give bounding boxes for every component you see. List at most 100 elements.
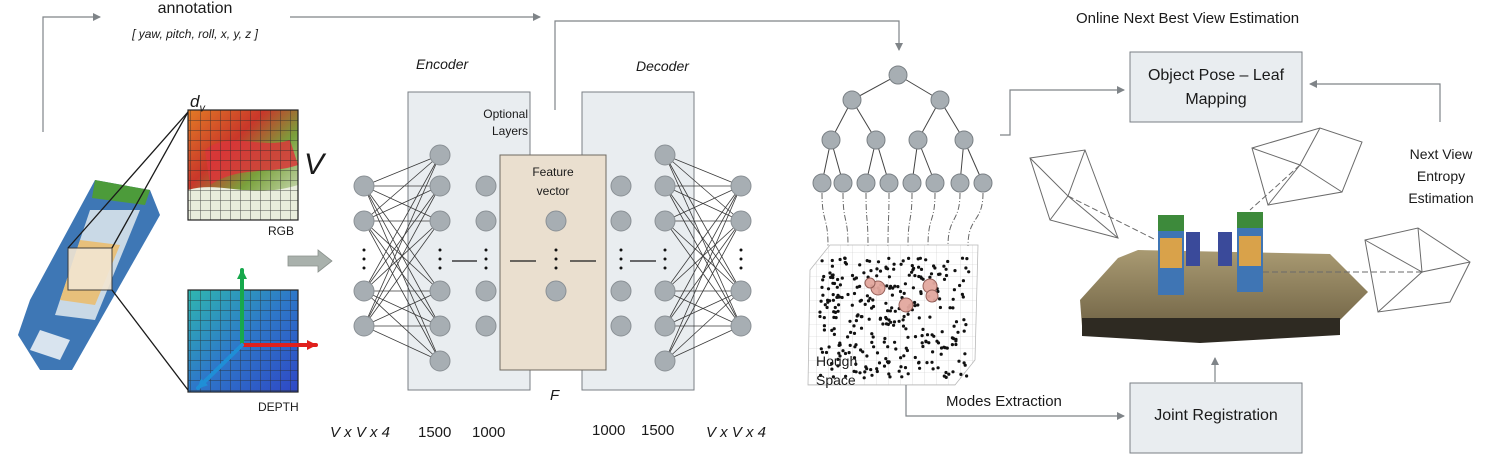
- hough-vote: [917, 274, 921, 279]
- hough-vote: [892, 320, 897, 324]
- hough-vote: [962, 318, 966, 322]
- rgb-label: RGB: [268, 224, 295, 238]
- tree-node: [842, 90, 862, 110]
- ellipsis-dot: [484, 257, 488, 261]
- hough-vote: [843, 260, 847, 265]
- hough-vote: [939, 346, 944, 350]
- hough-vote: [884, 266, 888, 270]
- decision-tree: [812, 65, 993, 247]
- tree-node: [888, 65, 908, 85]
- hough-vote: [841, 349, 845, 353]
- network-node: [610, 175, 632, 197]
- hough-vote: [958, 283, 962, 288]
- hough-vote: [924, 339, 928, 343]
- hough-vote: [852, 324, 856, 328]
- network-node: [730, 280, 752, 302]
- hough-vote: [951, 306, 955, 310]
- tree-node: [908, 130, 928, 150]
- hough-vote: [830, 264, 835, 268]
- hough-vote: [878, 269, 883, 273]
- hough-vote: [838, 283, 843, 287]
- hough-vote: [942, 374, 946, 378]
- hough-vote: [910, 270, 914, 274]
- hough-vote: [893, 284, 897, 288]
- layer-size-1000-enc: 1000: [472, 424, 506, 441]
- hough-vote: [865, 367, 869, 371]
- hough-vote: [906, 312, 910, 316]
- annotation-title: annotation: [157, 0, 233, 17]
- hough-vote: [868, 296, 872, 300]
- hough-vote: [859, 315, 863, 319]
- pose-leaf-mapping-box: [1129, 51, 1303, 123]
- hough-vote: [884, 301, 888, 305]
- hough-vote: [820, 285, 824, 289]
- hough-vote: [859, 298, 864, 302]
- hough-vote: [887, 372, 891, 376]
- feature-vector-box: [499, 154, 607, 371]
- hough-vote: [933, 266, 937, 270]
- hough-vote: [850, 273, 855, 278]
- hough-vote: [844, 374, 848, 378]
- hough-vote: [944, 273, 949, 278]
- tree-node: [930, 90, 950, 110]
- hough-vote: [890, 306, 894, 310]
- hough-vote: [884, 357, 888, 361]
- hough-vote: [871, 335, 875, 339]
- hough-vote: [819, 299, 823, 303]
- hough-vote: [884, 315, 888, 320]
- hough-vote: [859, 326, 864, 330]
- hough-vote: [897, 319, 901, 323]
- hough-vote: [913, 300, 917, 305]
- hough-vote: [906, 372, 910, 376]
- hough-vote: [836, 293, 840, 297]
- hough-vote: [953, 269, 957, 273]
- leaf-vote-line: [842, 192, 849, 247]
- hough-vote: [846, 292, 850, 297]
- hough-vote: [875, 267, 879, 271]
- network-node: [475, 315, 497, 337]
- hough-vote: [882, 340, 886, 344]
- network-node: [654, 350, 676, 372]
- hough-vote: [825, 305, 829, 310]
- hough-vote: [832, 332, 837, 336]
- hough-vote: [925, 361, 929, 365]
- layer-size-1500-enc: 1500: [418, 424, 452, 441]
- ellipsis-dot: [739, 248, 743, 252]
- modes-arrow: [905, 385, 1125, 420]
- hough-vote: [890, 293, 895, 297]
- network-node: [475, 175, 497, 197]
- hough-vote: [821, 293, 825, 297]
- hough-vote: [894, 347, 898, 351]
- hough-vote: [888, 286, 892, 290]
- hough-vote: [837, 351, 841, 355]
- hough-vote: [871, 304, 876, 309]
- hough-vote: [954, 339, 958, 343]
- ellipsis-dot: [619, 266, 623, 270]
- hough-vote: [869, 368, 873, 372]
- hough-vote: [867, 317, 871, 321]
- hough-vote: [832, 310, 836, 314]
- network-node: [429, 350, 451, 372]
- ellipsis-dot: [438, 266, 442, 270]
- network-node: [654, 175, 676, 197]
- hough-vote: [876, 260, 881, 264]
- hough-vote: [964, 266, 968, 270]
- tree-to-mapping-arrow: [1000, 86, 1125, 136]
- hough-vote: [918, 256, 923, 260]
- hough-vote: [927, 341, 931, 345]
- nbv-title: Online Next Best View Estimation: [1076, 10, 1300, 27]
- next-view-entropy-label: Next View Entropy Estimation: [1408, 146, 1474, 206]
- tree-node: [821, 130, 841, 150]
- ellipsis-dot: [484, 248, 488, 252]
- hough-vote: [859, 348, 863, 352]
- hough-vote: [818, 310, 822, 314]
- ellipsis-dot: [554, 257, 558, 261]
- hough-vote: [956, 330, 960, 334]
- network-node: [545, 280, 567, 302]
- ellipsis-dot: [438, 248, 442, 252]
- hough-vote: [848, 343, 852, 347]
- hough-vote: [875, 369, 879, 374]
- hough-vote: [822, 316, 826, 320]
- ellipsis-dot: [554, 248, 558, 252]
- ellipsis-dot: [362, 257, 366, 261]
